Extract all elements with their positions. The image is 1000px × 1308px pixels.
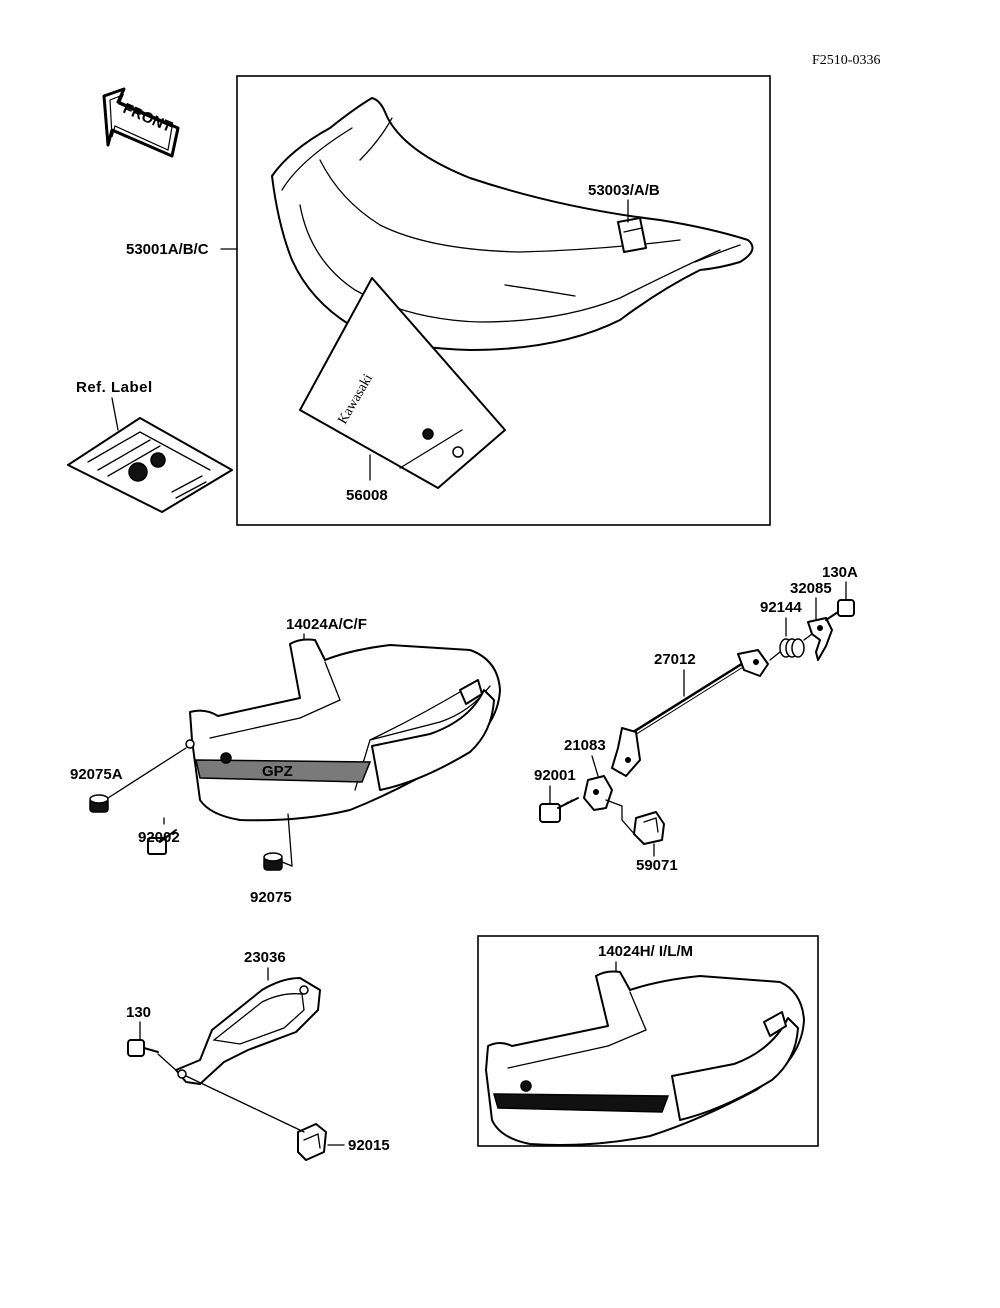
label-pouch: 56008 [346,487,388,504]
leader-ref-label [111,397,119,431]
front-arrow-icon: FRONT [102,87,180,158]
label-holder-59071: 59071 [636,857,678,874]
bolt-92001-icon [539,797,579,823]
seat-group-box [236,75,771,526]
label-nut-92015: 92015 [348,1137,390,1154]
diagram-code: F2510-0336 [812,53,880,68]
label-bolt-92002: 92002 [138,829,180,846]
label-bolt-130a: 130A [822,564,858,581]
spring-92144-icon [769,633,813,661]
hinge-23036-illustration [175,977,321,1085]
leader-nut-92075a [107,747,187,799]
cable-27012-illustration [611,649,769,777]
nut-92075a-icon [89,794,109,813]
bolt-130a-icon [825,599,855,621]
label-nut-92075a: 92075A [70,766,123,783]
label-cable: 27012 [654,651,696,668]
label-hinge-23036: 23036 [244,949,286,966]
nut-92015-icon [297,1123,327,1161]
label-ref-label: Ref. Label [76,379,153,396]
pouch-illustration: Kawasaki [299,277,506,489]
leader-nut-92015 [185,1075,305,1133]
tail-cover-2-box [477,935,819,1147]
ref-label-sheet [67,417,233,513]
label-bolt-130: 130 [126,1004,151,1021]
bracket-32085-icon [807,617,833,661]
nut-92075-icon [263,852,283,871]
label-seat-strap: 53003/A/B [588,182,660,199]
bolt-92002-icon [147,829,177,855]
leader-nut-92075 [281,813,293,867]
bolt-130-icon [127,1039,159,1057]
tail-cover-2-illustration [485,970,805,1146]
holder-59071-icon [633,811,665,845]
label-tail-cover-2: 14024H/ I/L/M [598,943,693,960]
seat-illustration [271,97,754,351]
tail-cover-1-illustration: GPZ [185,638,501,822]
leader-bolt-130-to-hinge [157,1053,179,1073]
lever-21083-illustration [583,775,637,837]
leader-lever-21083 [591,755,599,777]
label-tail-cover-1: 14024A/C/F [286,616,367,633]
label-bracket-32085: 32085 [790,580,832,597]
label-lever-21083: 21083 [564,737,606,754]
label-nut-92075: 92075 [250,889,292,906]
label-seat: 53001A/B/C [126,241,209,258]
tail-cover-decal: GPZ [262,763,293,780]
label-bolt-92001: 92001 [534,767,576,784]
label-spring-92144: 92144 [760,599,802,616]
